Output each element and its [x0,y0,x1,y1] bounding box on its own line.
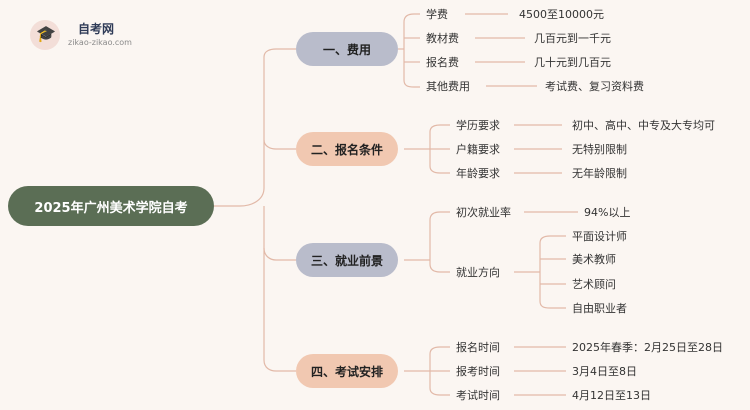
logo-name: 自考网 [78,22,115,36]
req-label-residence: 户籍要求 [456,143,500,156]
fee-label-textbook: 教材费 [426,32,459,45]
fee-value-other: 考试费、复习资料费 [545,80,644,93]
schedule-value-registration: 2025年春季：2月25日至28日 [572,341,723,354]
career-freelancer: 自由职业者 [572,302,627,315]
fee-value-textbook: 几百元到一千元 [534,32,611,45]
career-art-consultant: 艺术顾问 [572,278,616,291]
fee-label-other: 其他费用 [426,80,470,93]
schedule-value-application: 3月4日至8日 [572,365,637,378]
graduation-cap-icon: 🎓 [36,24,56,43]
branch-requirements: 二、报名条件 [296,132,398,166]
fee-value-tuition: 4500至10000元 [519,8,604,21]
schedule-label-exam: 考试时间 [456,389,500,402]
fee-label-registration: 报名费 [426,56,459,69]
logo-badge [30,20,60,50]
req-value-residence: 无特别限制 [572,143,627,156]
req-label-age: 年龄要求 [456,167,500,180]
req-label-education: 学历要求 [456,119,500,132]
fee-label-tuition: 学费 [426,8,448,21]
branch-fees: 一、费用 [296,32,398,66]
career-graphic-designer: 平面设计师 [572,230,627,243]
fee-value-registration: 几十元到几百元 [534,56,611,69]
schedule-label-application: 报考时间 [456,365,500,378]
root-node: 2025年广州美术学院自考 [8,186,214,226]
branch-exam-schedule: 四、考试安排 [296,354,398,388]
req-value-education: 初中、高中、中专及大专均可 [572,119,715,132]
employment-label-rate: 初次就业率 [456,206,511,219]
logo-url: zikao-zikao.com [68,38,132,47]
schedule-label-registration: 报名时间 [456,341,500,354]
employment-label-direction: 就业方向 [456,266,500,279]
req-value-age: 无年龄限制 [572,167,627,180]
schedule-value-exam: 4月12日至13日 [572,389,651,402]
branch-employment: 三、就业前景 [296,243,398,277]
employment-value-rate: 94%以上 [584,206,631,219]
site-logo[interactable]: 🎓 自考网 zikao-zikao.com [30,18,150,52]
career-art-teacher: 美术教师 [572,253,616,266]
